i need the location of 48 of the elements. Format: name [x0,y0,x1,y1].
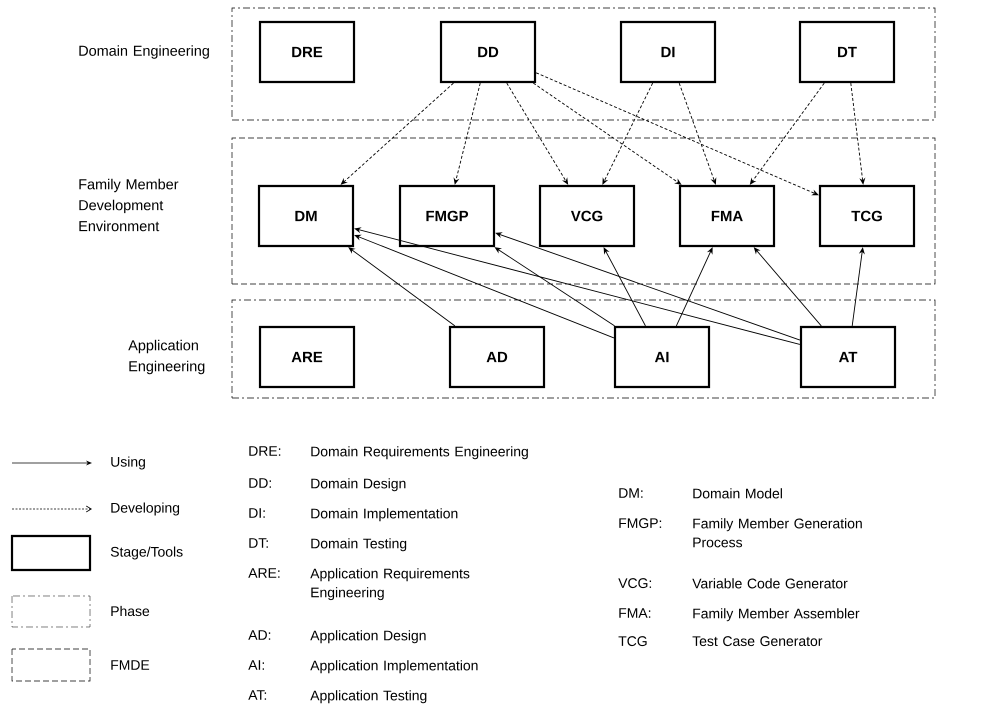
stage-box: AI [614,326,710,388]
stage-box: DM [258,184,354,248]
node-label: Application Engineering [128,340,204,374]
stage-box: AD [448,326,546,388]
abbreviation: TCG [618,636,647,646]
abbreviation: DT: [249,538,268,548]
node-label: Domain Engineering [79,45,209,59]
abbreviation: ARE: [248,568,280,578]
abbreviation: DD: [249,478,271,488]
abbreviation-meaning: Domain Design [311,478,406,492]
abbreviation: AT: [248,690,266,700]
stage-box: FMA [678,184,776,248]
abbreviation-meaning: Application Testing [310,690,426,704]
stage-box: DRE [258,20,356,84]
abbreviation: DI: [249,508,265,518]
abbreviation: DRE: [249,446,280,456]
abbreviation-meaning: Domain Requirements Engineering [311,446,528,460]
legend-item: Developing [12,502,180,516]
abbreviation-meaning: Family Member Assembler [693,608,860,622]
legend-item: Stage/Tools [10,534,183,572]
node-label: Family Member Development Environment [79,178,178,232]
abbreviation-meaning: Variable Code Generator [692,578,848,588]
legend-item: FMDE [12,648,150,682]
legend-item: Using [12,456,145,470]
abbreviation: AI: [248,660,264,670]
abbreviation-meaning: Application Design [310,630,426,644]
stage-box: DD [440,20,536,84]
stage-box: TCG [818,184,916,248]
abbreviation: AD: [248,630,270,640]
abbreviation: FMA: [619,608,650,618]
stage-box: DI [620,20,716,84]
abbreviation: FMGP: [619,518,662,528]
abbreviation-meaning: Domain Implementation [311,508,458,522]
legend-item: Phase [12,596,150,628]
stage-box: DT [798,20,896,84]
abbreviation-meaning: Domain Testing [311,538,406,552]
stage-box: AT [800,326,896,388]
abbreviation: DM: [619,488,642,498]
stage-box: ARE [258,326,356,388]
abbreviation-meaning: Test Case Generator [692,636,822,646]
stage-box: FMGP [398,184,496,248]
abbreviation-meaning: Domain Model [693,488,782,498]
abbreviation-meaning: Application Requirements Engineering [310,568,470,600]
abbreviation: VCG: [618,578,652,588]
abbreviation-meaning: Application Implementation [310,660,478,674]
dashed-arrow [340,82,454,185]
stage-box: VCG [538,184,636,248]
abbreviation-meaning: Family Member Generation Process [693,518,862,548]
